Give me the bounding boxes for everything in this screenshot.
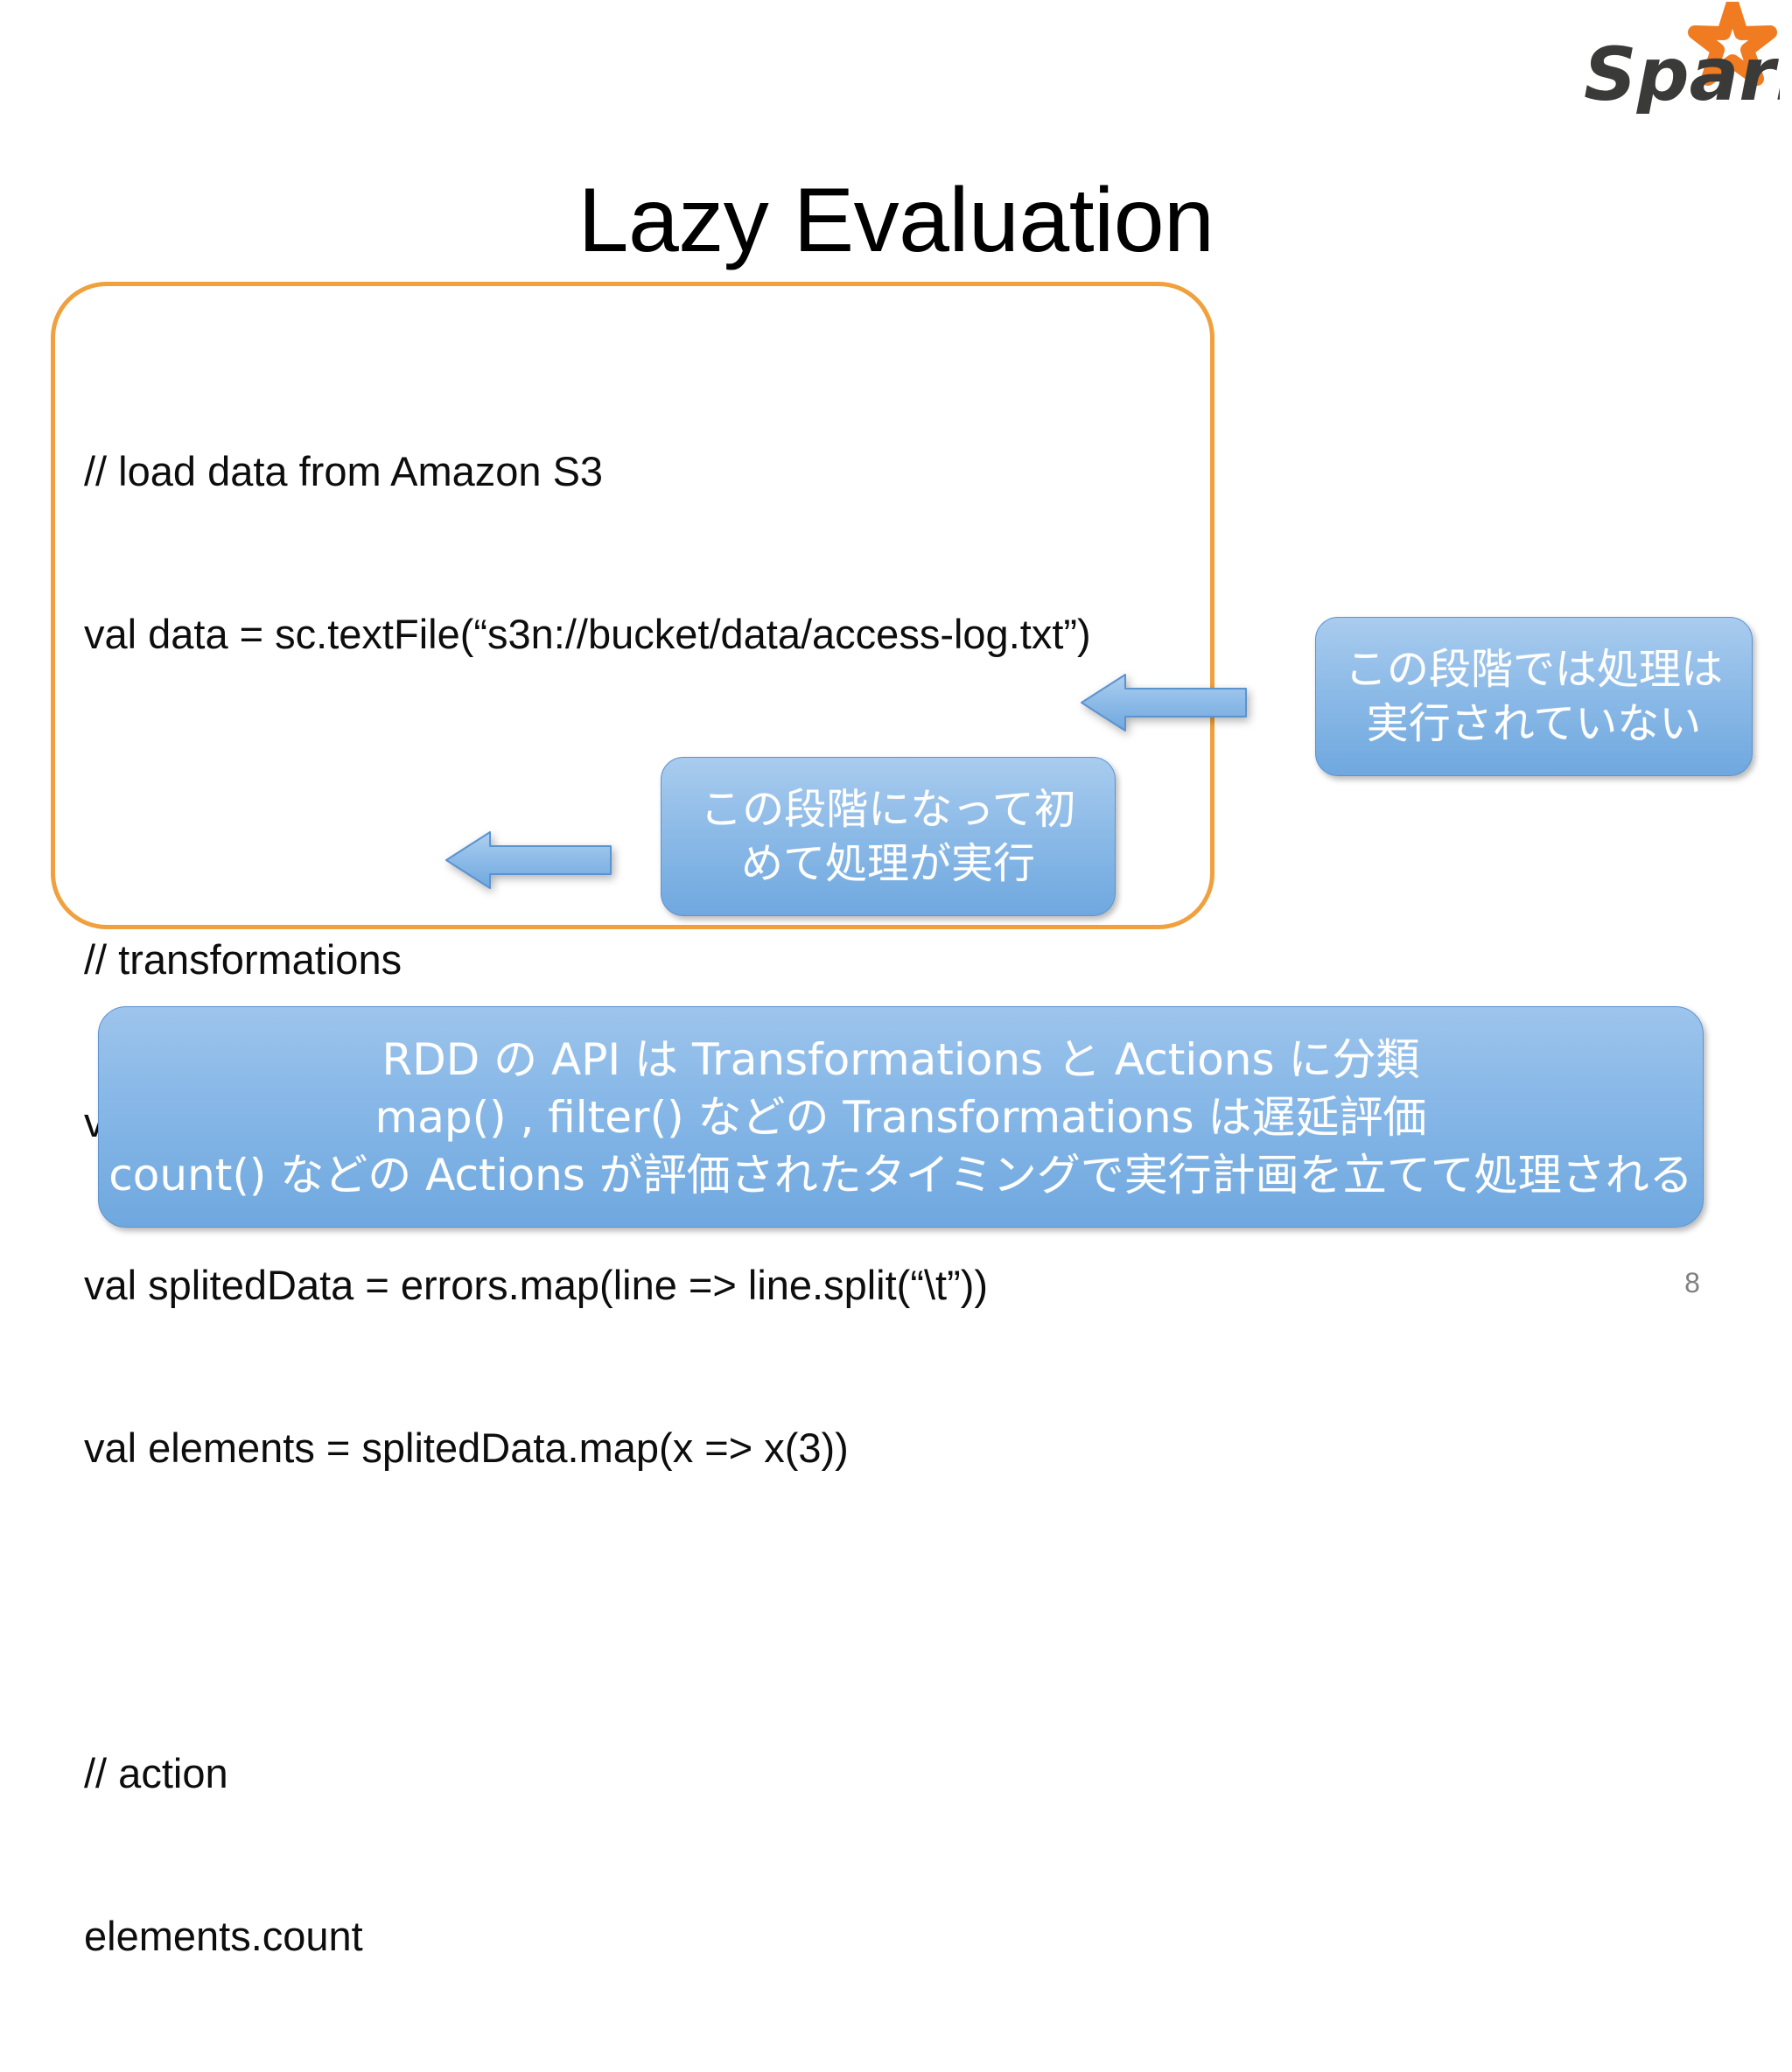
- summary-line-2: map() , filter() などの Transformations は遅延…: [374, 1091, 1427, 1143]
- summary-line-1: RDD の API は Transformations と Actions に分…: [382, 1033, 1420, 1085]
- code-line: // action: [84, 1750, 228, 1796]
- callout-text: この段階では処理は 実行されていない: [1344, 645, 1723, 748]
- spark-logo: Spark: [1578, 0, 1792, 117]
- code-frame-border: [51, 282, 1214, 929]
- page-number: 8: [1684, 1267, 1700, 1298]
- summary-line-3: count() などの Actions が評価されたタイミングで実行計画を立てて…: [108, 1149, 1693, 1200]
- page-title: Lazy Evaluation: [578, 169, 1214, 271]
- spark-wordmark: Spark: [1584, 32, 1780, 114]
- callout-text: この段階になって初 めて処理が実行: [700, 785, 1076, 888]
- slide-canvas: Spark Lazy Evaluation // load data from …: [51, 0, 1792, 1959]
- arrow-left-icon: [1080, 669, 1248, 736]
- code-line-blank: [84, 1584, 1222, 1638]
- code-line: // load data from Amazon S3: [84, 448, 604, 494]
- code-line: // transformations: [84, 936, 402, 983]
- code-line: elements.count: [84, 1913, 363, 1959]
- callout-no-execution-yet: この段階では処理は 実行されていない: [1315, 617, 1753, 776]
- code-line: val splitedData = errors.map(line => lin…: [84, 1262, 989, 1308]
- arrow-left-icon: [444, 827, 612, 893]
- code-line: val elements = splitedData.map(x => x(3)…: [84, 1424, 849, 1471]
- callout-execution-starts-here: この段階になって初 めて処理が実行: [661, 757, 1116, 916]
- code-line: val data = sc.textFile(“s3n://bucket/dat…: [84, 611, 1091, 657]
- summary-callout: RDD の API は Transformations と Actions に分…: [98, 1006, 1704, 1228]
